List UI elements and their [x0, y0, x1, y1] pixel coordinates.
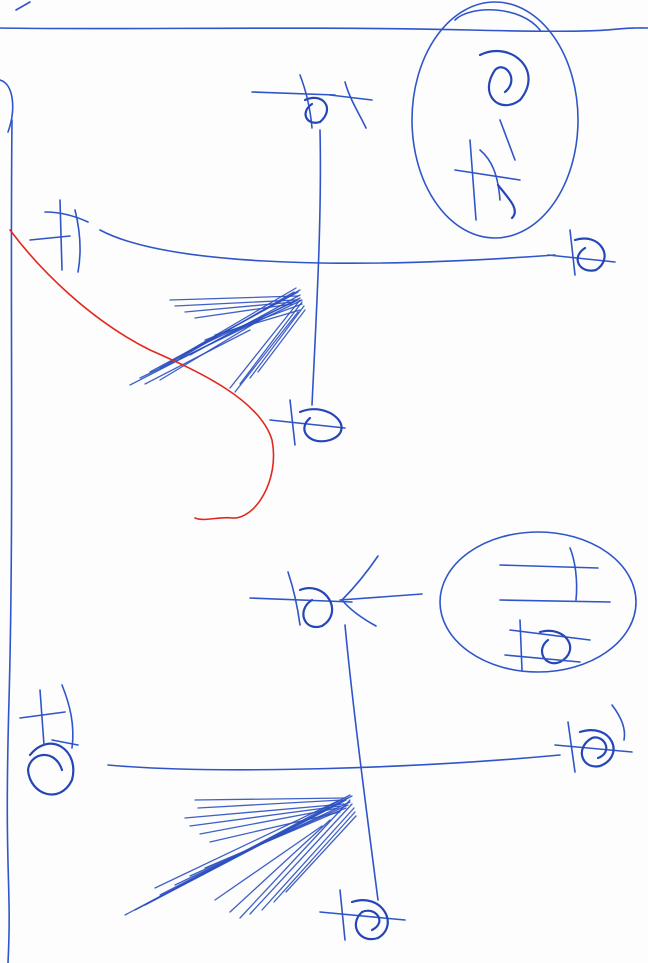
lower-glyph-right: [555, 705, 632, 772]
upper-circled-annotation: [412, 2, 578, 238]
lower-figure: [20, 532, 636, 940]
lower-glyph-bottom: [320, 890, 405, 940]
upper-axis-vertical: [312, 130, 320, 405]
upper-axis-horizontal: [100, 230, 555, 263]
upper-glyph-bottom: [270, 400, 345, 445]
upper-glyph-left: [30, 200, 88, 272]
upper-figure: [30, 2, 615, 445]
upper-glyph-right: [548, 230, 615, 275]
lower-axis-horizontal: [108, 755, 560, 770]
lower-circled-annotation: [440, 532, 636, 672]
lower-fan-hatching: [125, 795, 356, 918]
lower-glyph-top: [250, 556, 422, 627]
red-ink-curve: [10, 230, 274, 519]
lower-axis-vertical: [345, 625, 378, 900]
upper-fan-hatching: [130, 288, 305, 392]
upper-glyph-top: [252, 75, 372, 128]
lower-glyph-left: [20, 685, 78, 794]
corner-mark: [0, 80, 13, 132]
